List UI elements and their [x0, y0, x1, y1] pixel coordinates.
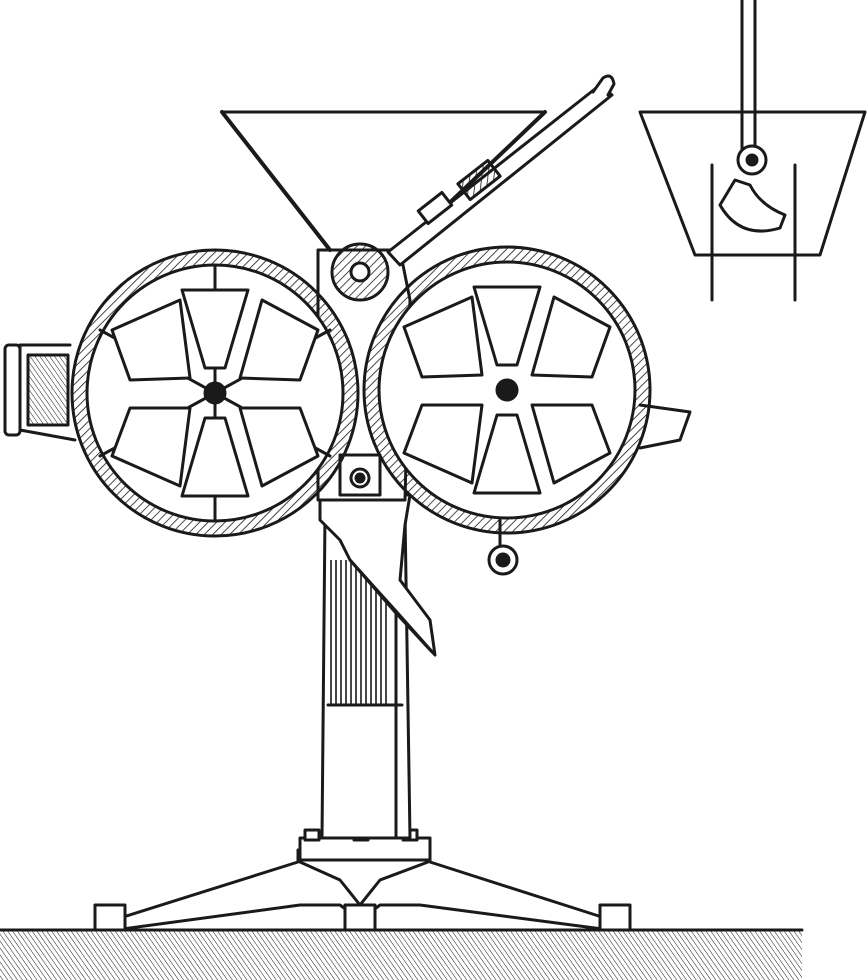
right-bearing	[638, 403, 692, 450]
ground	[0, 928, 804, 980]
right-flywheel	[362, 245, 652, 576]
small-gear	[330, 242, 390, 302]
inset-detail	[638, 0, 867, 302]
left-bearing	[3, 343, 77, 442]
lever-arm	[386, 74, 616, 267]
left-flywheel	[70, 248, 360, 538]
discharge-chute	[318, 490, 437, 657]
tripod-base	[93, 828, 632, 932]
